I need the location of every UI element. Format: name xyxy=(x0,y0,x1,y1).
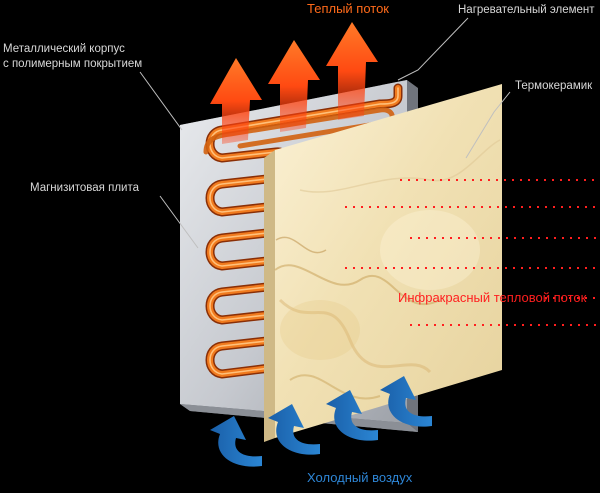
thermoceramic-label: Термокерамик xyxy=(515,80,593,92)
infrared-flow-label: Инфракрасный тепловой поток xyxy=(398,290,587,305)
warm-air-arrows xyxy=(210,22,378,144)
housing-label-line2: с полимерным покрытием xyxy=(3,58,143,70)
leader-housing xyxy=(139,71,183,131)
leader-heating-element xyxy=(397,17,469,81)
heating-element-label: Нагревательный элемент xyxy=(458,4,595,16)
magnesite-board-label: Магнизитовая плита xyxy=(30,182,139,194)
cold-air-curved-arrow-icon xyxy=(326,390,378,441)
leader-thermoceramic xyxy=(465,91,511,159)
warm-air-arrow-icon xyxy=(210,58,262,144)
cold-air-curved-arrow-icon xyxy=(210,416,262,467)
warm-flow-label: Теплый поток xyxy=(307,1,389,16)
leader-lines xyxy=(139,17,511,249)
cold-air-arrows xyxy=(210,376,432,467)
cold-air-curved-arrow-icon xyxy=(268,404,320,455)
leader-magnesite xyxy=(159,195,199,249)
cold-air-curved-arrow-icon xyxy=(380,376,432,427)
housing-label-line1: Металлический корпус xyxy=(3,43,125,55)
warm-air-arrow-icon xyxy=(268,40,320,132)
infrared-flow-lines xyxy=(345,179,598,326)
warm-air-arrow-icon xyxy=(326,22,378,120)
cold-air-label: Холодный воздух xyxy=(307,470,413,485)
thermoceramic-panel xyxy=(264,84,502,442)
